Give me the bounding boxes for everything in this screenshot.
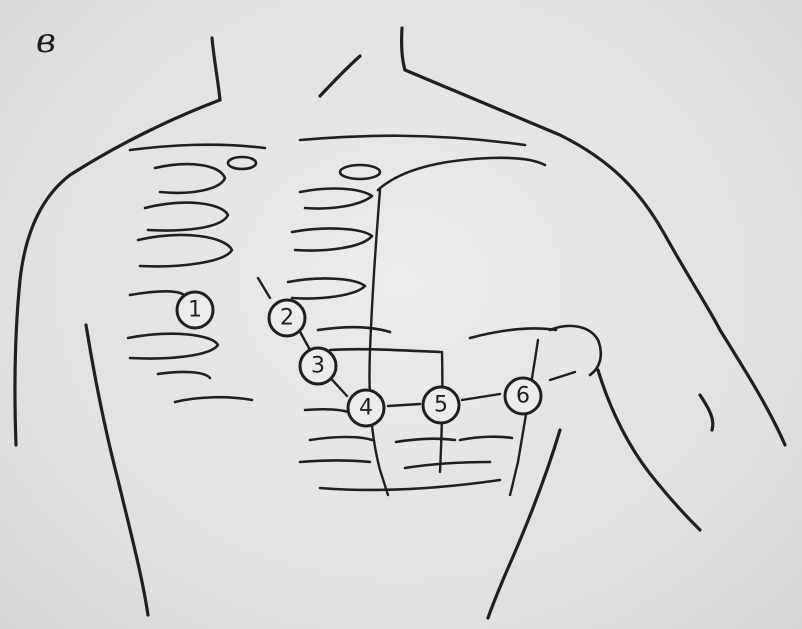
rib-right-2 [396, 439, 455, 442]
rib-left-3 [138, 235, 232, 266]
electrode-v6: 6 [505, 378, 541, 414]
neck-right-line [402, 28, 405, 70]
torso-outline [15, 28, 785, 618]
clavicle-right [300, 136, 525, 145]
rib-mid-8 [300, 461, 370, 463]
rib-left-2 [145, 203, 228, 231]
electrode-v5-label: 5 [434, 393, 448, 418]
right-axilla-line [700, 395, 713, 430]
left-torso-side [86, 325, 148, 615]
anterior-axillary-line [510, 340, 538, 495]
rib-right-4 [460, 437, 512, 440]
right-shoulder-line [405, 70, 720, 330]
neck-center-line [320, 56, 360, 96]
electrode-v4: 4 [348, 390, 384, 426]
rib-left-6 [158, 372, 210, 378]
sternal-notch-right [340, 165, 380, 179]
rib-mid-4 [318, 327, 390, 332]
electrode-v3-label: 3 [311, 354, 325, 379]
rib-left-7 [175, 397, 252, 402]
right-torso-side [598, 370, 700, 530]
rib-right-3 [405, 462, 490, 468]
neck-left-line [212, 38, 220, 100]
rib-left-5 [128, 334, 218, 359]
rib-mid-2 [292, 229, 372, 251]
electrode-v5: 5 [423, 387, 459, 423]
sternal-notch-left [228, 157, 256, 169]
electrode-v3: 3 [300, 348, 336, 384]
right-arm-outer [720, 330, 785, 445]
left-shoulder-line [15, 100, 220, 445]
rib-lower-arc [320, 480, 500, 490]
electrode-v6-label: 6 [516, 384, 530, 409]
electrode-v4-label: 4 [359, 396, 373, 421]
rib-left-4 [130, 291, 185, 296]
rib-mid-3 [288, 279, 365, 299]
electrode-v1-label: 1 [188, 298, 202, 323]
grid-lines [258, 190, 575, 495]
rib-left-1 [155, 164, 225, 193]
electrode-v2-label: 2 [280, 306, 294, 331]
clavicle-left [130, 145, 265, 150]
electrode-v1: 1 [177, 292, 213, 328]
rib-mid-1 [300, 189, 372, 209]
panel-label: в [36, 21, 56, 61]
rib-mid-5 [330, 349, 440, 352]
electrodes: 1 2 3 4 5 6 [177, 292, 541, 426]
rib-mid-7 [310, 437, 372, 440]
heart-outline [378, 158, 601, 375]
rib-right-1 [470, 328, 556, 338]
electrode-v2: 2 [269, 300, 305, 336]
right-torso-lower [488, 430, 560, 618]
